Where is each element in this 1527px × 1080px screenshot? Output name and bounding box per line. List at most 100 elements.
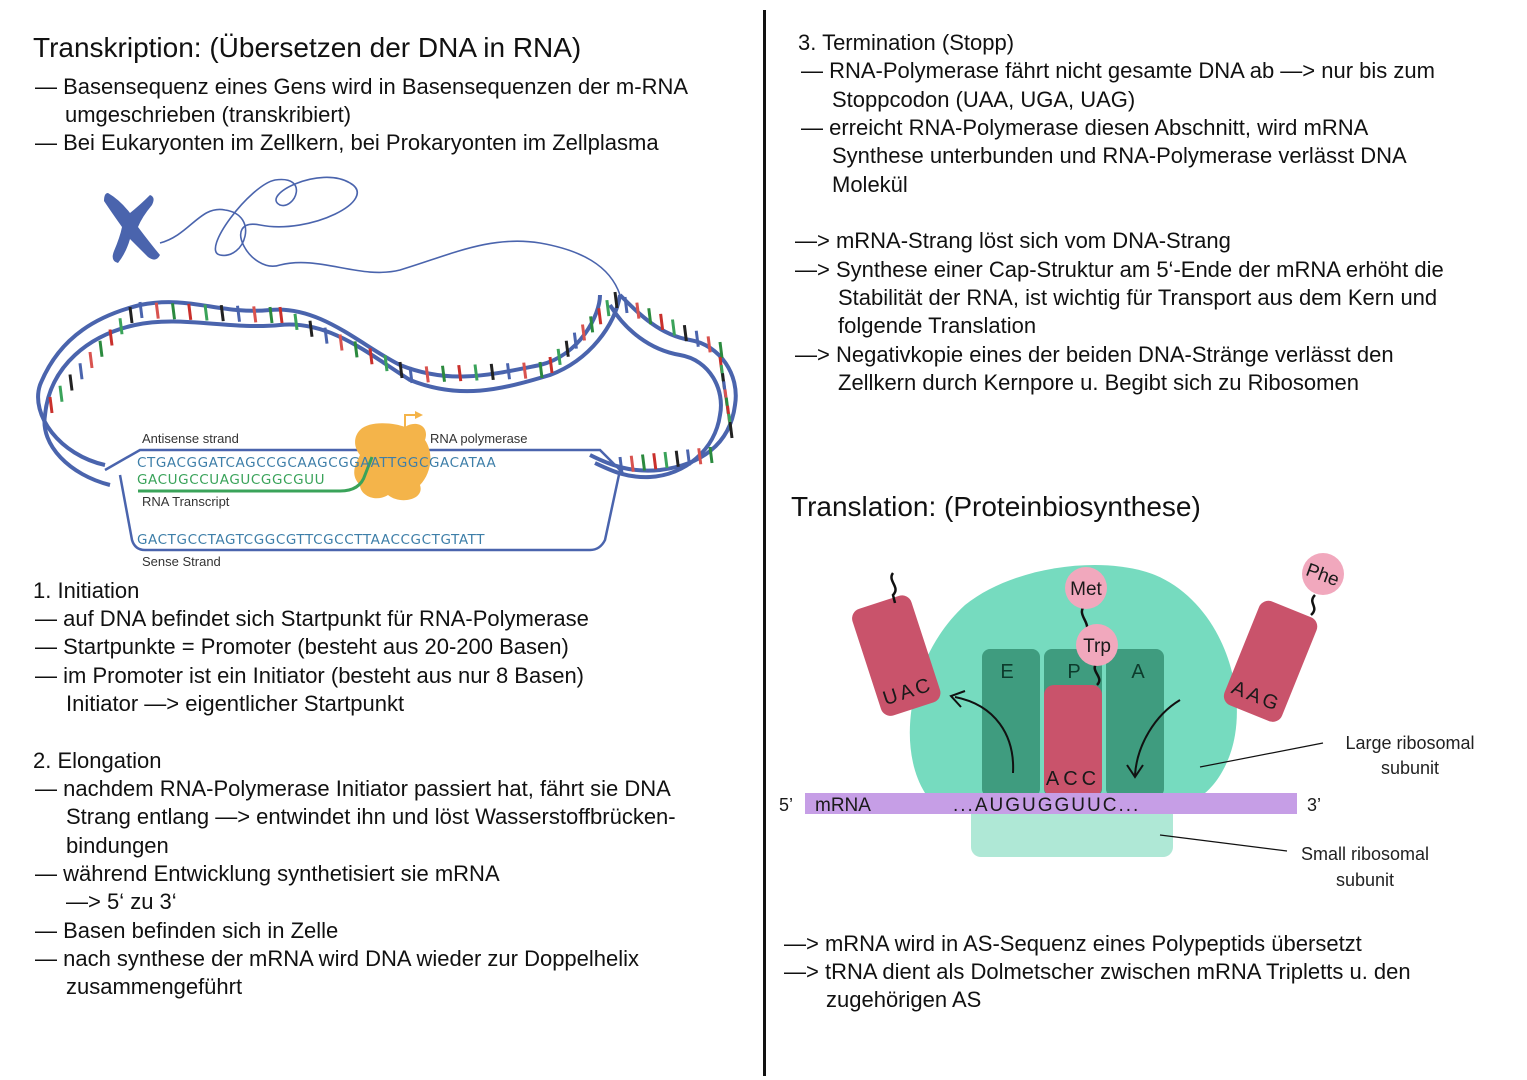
base-pair-rung (548, 356, 554, 374)
elongation-line: — nach synthese der mRNA wird DNA wieder… (35, 946, 640, 971)
base-pair-rung (629, 455, 635, 472)
base-pairs (48, 291, 734, 474)
base-pair-rung (236, 305, 241, 322)
base-pair-rung (441, 365, 446, 382)
site-e-label: E (1000, 661, 1013, 683)
base-pair-rung (78, 363, 84, 380)
mrna-label: mRNA (815, 795, 871, 816)
antisense-label: Antisense strand (142, 431, 239, 446)
five-prime-label: 5’ (779, 795, 793, 815)
entry-arrow (1134, 699, 1181, 776)
base-pair-rung (219, 304, 225, 322)
base-pair-rung (108, 329, 114, 346)
base-pair-rung (424, 366, 430, 383)
translation-line: —> mRNA wird in AS-Sequenz eines Polypep… (784, 931, 1362, 956)
transcription-title: Transkription: (Übersetzen der DNA in RN… (33, 32, 582, 63)
large-subunit-label-2: subunit (1381, 758, 1439, 778)
trna-middle (1044, 685, 1102, 797)
base-pair-rung (694, 330, 700, 347)
trp-amino-acid (1076, 624, 1118, 666)
base-pair-rung (663, 451, 669, 469)
result-line: —> Negativkopie eines der beiden DNA-Str… (795, 342, 1394, 367)
site-a (1106, 649, 1164, 797)
exit-arrow (954, 696, 1015, 774)
antisense-sequence: CTGACGGATCAGCCGCAAGCGGAATTGGCGACATAA (137, 455, 496, 471)
base-pair-rung (647, 308, 653, 325)
transcription-diagram: Antisense strand RNA polymerase CTGACGGA… (36, 176, 738, 569)
initiation-heading: 1. Initiation (33, 578, 140, 603)
base-pair-rung (58, 385, 64, 402)
elongation-line: bindungen (66, 833, 169, 858)
base-pair-rung (489, 363, 495, 381)
base-pair-rung (293, 313, 299, 331)
base-pair-rung (408, 366, 414, 384)
large-subunit-label: Large ribosomal (1345, 733, 1474, 753)
base-pair-rung (641, 454, 646, 471)
elongation-line: —> 5‘ zu 3‘ (66, 889, 177, 914)
site-e (982, 649, 1040, 797)
site-a-label: A (1131, 661, 1145, 683)
base-pair-rung (597, 308, 603, 325)
mrna-strand (805, 793, 1297, 814)
base-pair-rung (538, 361, 544, 379)
initiation-line: Initiator —> eigentlicher Startpunkt (66, 691, 405, 716)
translation-line: —> tRNA dient als Dolmetscher zwischen m… (784, 959, 1411, 984)
base-pair-rung (118, 318, 124, 335)
base-pair-rung (252, 306, 258, 323)
elongation-line: — während Entwicklung synthetisiert sie … (35, 861, 500, 886)
translation-title: Translation: (Proteinbiosynthese) (791, 491, 1201, 522)
termination-line: Synthese unterbunden und RNA-Polymerase … (832, 143, 1407, 168)
base-pair-rung (686, 449, 691, 466)
result-line: —> Synthese einer Cap-Struktur am 5‘-End… (795, 257, 1444, 282)
result-line: folgende Translation (838, 313, 1037, 338)
rna-polymerase-blob (354, 423, 431, 501)
base-pair-rung (68, 374, 74, 391)
base-pair-rung (572, 332, 578, 349)
polymerase-label: RNA polymerase (430, 431, 528, 446)
met-amino-acid (1065, 567, 1107, 609)
result-line: —> mRNA-Strang löst sich vom DNA-Strang (795, 228, 1231, 253)
base-pair-rung (154, 302, 160, 319)
elongation-line: — nachdem RNA-Polymerase Initiator passi… (35, 776, 671, 801)
intro-line: — Bei Eukaryonten im Zellkern, bei Proka… (35, 130, 659, 155)
transcription-bubble (104, 448, 622, 552)
sense-sequence: GACTGCCTAGTCGGCGTTCGCCTTAACCGCTGTATT (137, 532, 485, 548)
base-pair-rung (671, 319, 676, 336)
column-divider (763, 10, 766, 1076)
trp-label: Trp (1083, 636, 1111, 657)
base-pair-rung (522, 362, 528, 379)
sense-label: Sense Strand (142, 554, 221, 569)
base-pair-rung (138, 301, 144, 319)
termination-line: Molekül (832, 172, 908, 197)
base-pair-rung (635, 302, 641, 319)
elongation-line: zusammengeführt (66, 974, 243, 999)
result-line: Zellkern durch Kernpore u. Begibt sich z… (838, 370, 1359, 395)
phe-amino-acid (1302, 553, 1344, 595)
site-p-label: P (1067, 661, 1080, 683)
transcript-label: RNA Transcript (142, 494, 230, 509)
base-pair-rung (718, 341, 724, 359)
base-pair-rung (98, 340, 104, 357)
elongation-line: Strang entlang —> entwindet ihn und löst… (66, 804, 676, 829)
base-pair-rung (171, 303, 176, 320)
elongation-heading: 2. Elongation (33, 748, 162, 773)
base-pair-rung (556, 348, 562, 366)
termination-line: — erreicht RNA-Polymerase diesen Abschni… (801, 115, 1369, 140)
base-pair-rung (457, 364, 463, 382)
small-subunit-label-2: subunit (1336, 870, 1394, 890)
base-pair-rung (203, 304, 209, 321)
base-pair-rung (187, 303, 193, 321)
trna-right (1223, 600, 1318, 722)
base-pair-rung (623, 296, 629, 314)
base-pair-rung (338, 334, 344, 351)
base-pair-rung (278, 306, 284, 324)
elongation-line: — Basen befinden sich in Zelle (35, 918, 339, 943)
ribosome-diagram: E P A ACC Met Trp UAC AAG Phe mRNA ...AU… (779, 553, 1475, 890)
base-pair-rung (564, 340, 570, 357)
base-pair-rung (697, 448, 703, 465)
base-pair-rung (88, 351, 94, 369)
met-label: Met (1070, 579, 1102, 600)
base-pair-rung (589, 316, 595, 333)
chromosome-icon (104, 193, 160, 263)
termination-line: Stoppcodon (UAA, UGA, UAG) (832, 87, 1136, 112)
